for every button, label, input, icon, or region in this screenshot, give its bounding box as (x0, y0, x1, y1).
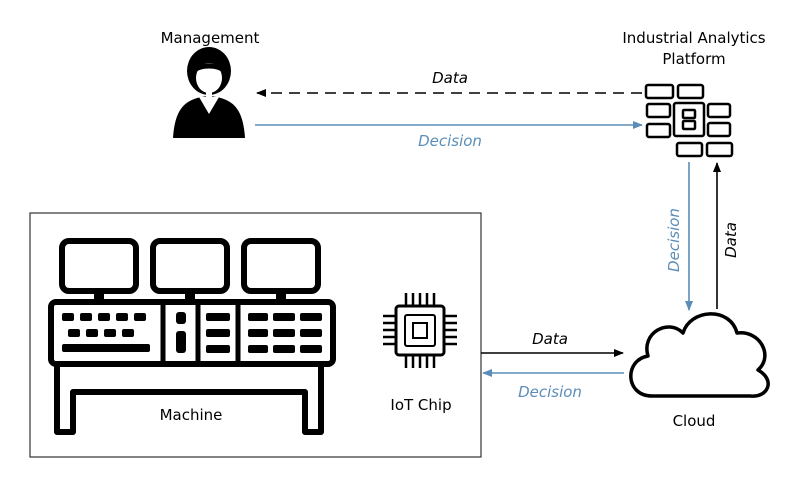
person-icon (173, 47, 245, 138)
iot-chip-label: IoT Chip (390, 396, 451, 414)
platform-label-line1: Industrial Analytics (622, 29, 765, 47)
cloud-icon (629, 312, 770, 398)
edge-label-cloud-to-platform: Data (722, 222, 740, 258)
machine-icon (48, 238, 336, 435)
management-label: Management (161, 29, 260, 47)
edge-label-platform-to-management: Data (432, 69, 468, 87)
edge-label-cloud-to-chip: Decision (518, 383, 582, 401)
platform-modules-icon (644, 83, 734, 158)
machine-label: Machine (160, 406, 223, 424)
edge-label-platform-to-cloud: Decision (665, 208, 683, 272)
machine-enclosure (29, 212, 482, 458)
edge-label-chip-to-cloud: Data (532, 330, 568, 348)
edge-label-management-to-platform: Decision (418, 132, 482, 150)
chip-icon (383, 293, 457, 368)
cloud-label: Cloud (673, 412, 716, 430)
platform-label-line2: Platform (662, 50, 725, 68)
